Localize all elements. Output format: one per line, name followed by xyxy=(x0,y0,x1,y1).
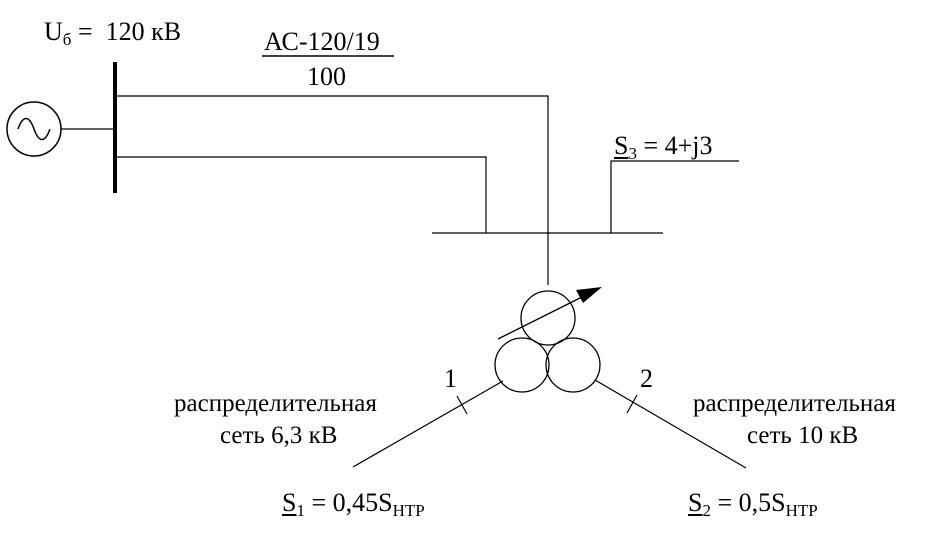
load1-label: S1 = 0,45SНТР xyxy=(282,488,425,520)
load3-connection xyxy=(610,160,739,233)
transformer-hv-winding xyxy=(520,290,576,346)
source-voltage-symbol: U xyxy=(44,17,63,46)
load2-symbol: S2 xyxy=(688,488,711,520)
line-circuit-1 xyxy=(115,95,549,285)
generator-sine xyxy=(17,117,51,141)
network1-line2: сеть 6,3 кВ xyxy=(220,422,338,449)
winding2-feeder xyxy=(594,379,747,469)
network2-line2: сеть 10 кВ xyxy=(747,422,859,449)
load3-symbol: S3 xyxy=(614,131,637,163)
source-voltage-sub: б xyxy=(62,30,72,49)
load3-label: S3 = 4+j3 xyxy=(614,131,713,163)
line-length-label: 100 xyxy=(307,62,346,91)
line-conductor-label: АС-120/19 xyxy=(264,27,380,56)
tap-regulation-arrow xyxy=(497,293,589,340)
transformer-lv1-winding xyxy=(494,337,550,393)
source-voltage-value: = 120 кВ xyxy=(71,17,182,46)
winding2-number: 2 xyxy=(640,364,653,393)
winding1-tick xyxy=(456,395,468,415)
load1-symbol: S1 xyxy=(282,488,305,520)
line-circuit-2 xyxy=(115,156,487,233)
winding1-number: 1 xyxy=(444,364,457,393)
source-voltage-label: Uб = 120 кВ xyxy=(44,17,182,49)
load1-value: = 0,45S xyxy=(304,488,393,517)
winding1-feeder xyxy=(352,380,504,468)
load2-value: = 0,5S xyxy=(710,488,786,517)
load3-value: = 4+j3 xyxy=(636,131,713,160)
tap-regulation-arrowhead xyxy=(576,287,602,303)
transformer-lv2-winding xyxy=(545,337,601,393)
load2-label: S2 = 0,5SНТР xyxy=(688,488,818,520)
network2-line1: распределительная xyxy=(693,390,896,417)
load2-value-sub: НТР xyxy=(785,501,818,520)
load1-value-sub: НТР xyxy=(392,501,425,520)
winding2-tick xyxy=(626,394,638,414)
network1-line1: распределительная xyxy=(174,390,377,417)
